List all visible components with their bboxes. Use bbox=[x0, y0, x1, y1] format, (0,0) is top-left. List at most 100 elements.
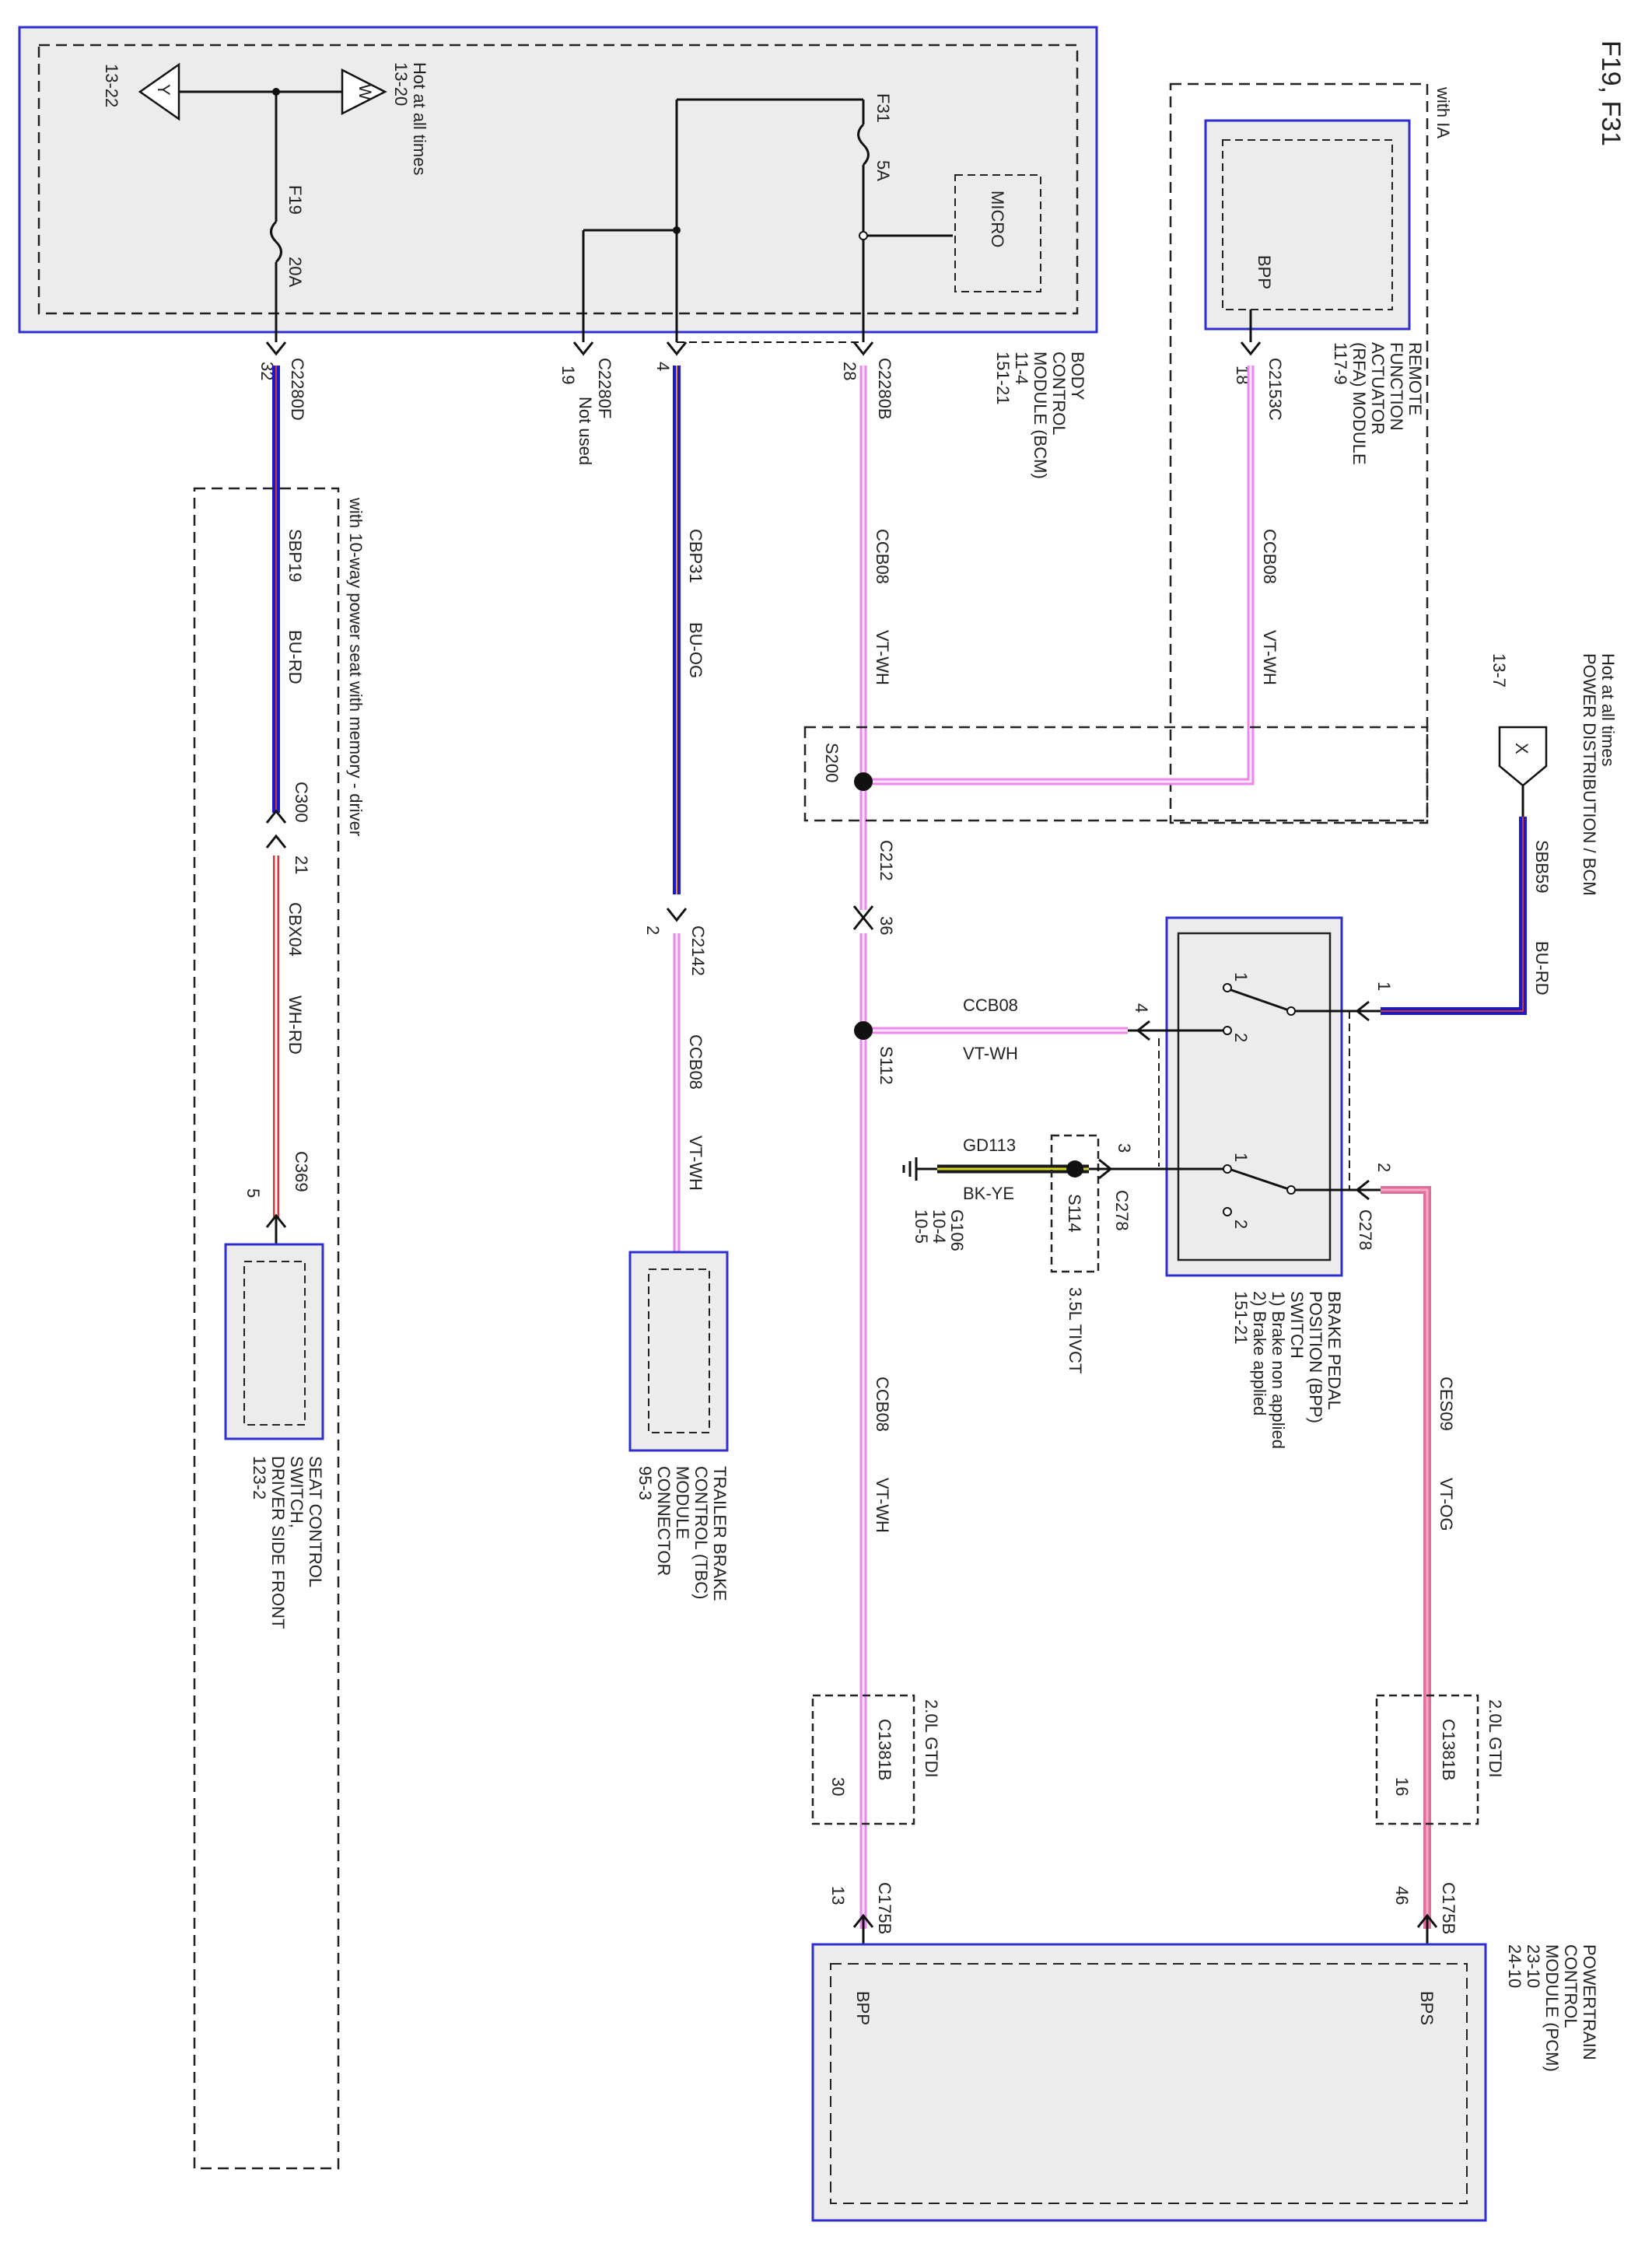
power-sym-x: X bbox=[1512, 743, 1531, 754]
ia-option-box bbox=[1169, 82, 1429, 824]
wire-gd113: GD113 bbox=[963, 1135, 1016, 1155]
bpp-switch: 1 2 1 2 bbox=[1089, 916, 1381, 1277]
gtdi-note-left: 2.0L GTDI bbox=[922, 1699, 941, 1778]
wire-gd113-color: BK-YE bbox=[963, 1184, 1014, 1203]
fuse-f31-rating: 5A bbox=[873, 160, 893, 181]
conn-c1381b-right: C1381B bbox=[1439, 1719, 1458, 1781]
bcm-ref-w: 13-20 bbox=[391, 62, 411, 106]
bcm-w-symbol bbox=[341, 68, 387, 116]
pcm-bpp-label: BPP bbox=[853, 1991, 873, 2025]
bcm-sym-w: W bbox=[355, 84, 375, 100]
splice-s114-label: S114 bbox=[1065, 1194, 1084, 1233]
micro-box bbox=[954, 174, 1041, 292]
bpp-name: BRAKE PEDAL POSITION (BPP) SWITCH 1) Bra… bbox=[1231, 1291, 1344, 1449]
wire-ccb08-bcm: CCB08 bbox=[873, 529, 892, 584]
conn-c2280f: C2280F bbox=[595, 358, 614, 418]
seat-option-box bbox=[193, 487, 340, 2170]
conn-c2280b: C2280B bbox=[875, 358, 894, 420]
bpp-name-line: POSITION (BPP) bbox=[1306, 1291, 1325, 1423]
wire-ccb08-pcm: CCB08 bbox=[873, 1377, 892, 1432]
bcm-sym-y: Y bbox=[154, 84, 173, 96]
rfa-name-line: (RFA) MODULE bbox=[1349, 342, 1369, 465]
conn-c212: C212 bbox=[877, 840, 896, 881]
conn-c2142: C2142 bbox=[688, 926, 708, 976]
pcm-name-line: 23-10 bbox=[1524, 1944, 1543, 1988]
ground-g106-symbol bbox=[902, 1157, 937, 1181]
pcm-name-line: POWERTRAIN bbox=[1580, 1944, 1599, 2060]
conn-c1381b-pin-16: 16 bbox=[1392, 1777, 1412, 1796]
wire-sbb59-color: BU-RD bbox=[1532, 941, 1552, 996]
rfa-name-line: 117-9 bbox=[1331, 342, 1350, 385]
pcm-name-line: CONTROL bbox=[1561, 1944, 1580, 2028]
bcm-name-line: 11-4 bbox=[1012, 352, 1031, 384]
bpp-conn-c278-b: C278 bbox=[1112, 1190, 1132, 1231]
bpp-pos-1a: 1 bbox=[1231, 972, 1251, 982]
ia-note: with IA bbox=[1433, 86, 1453, 138]
wire-ccb08-bpp-color: VT-WH bbox=[963, 1044, 1018, 1063]
power-distribution: X Hot at all times POWER DISTRIBUTION / … bbox=[1489, 653, 1618, 896]
splice-s200-label: S200 bbox=[822, 743, 842, 782]
bpp-pos-1b: 1 bbox=[1231, 1153, 1251, 1162]
pcm-name: POWERTRAIN CONTROL MODULE (PCM) 23-10 24… bbox=[1505, 1944, 1599, 2072]
power-x-symbol bbox=[1498, 726, 1548, 787]
gtdi-box-right bbox=[1375, 1694, 1479, 1825]
seat-option-note: with 10-way power seat with memory - dri… bbox=[346, 497, 366, 836]
fuse-f19-rating: 20A bbox=[285, 257, 305, 287]
seat-name: SEAT CONTROL SWITCH, DRIVER SIDE FRONT 1… bbox=[250, 1456, 325, 1629]
conn-c175b-pin-46: 46 bbox=[1392, 1886, 1412, 1905]
rfa-name: REMOTE FUNCTION ACTUATOR (RFA) MODULE 11… bbox=[1331, 342, 1425, 465]
wire-ces09: CES09 bbox=[1437, 1377, 1456, 1431]
wire-ccb08-bcm-color: VT-WH bbox=[873, 630, 892, 685]
ground-g106: G106 bbox=[947, 1209, 967, 1251]
wire-sbb59: SBB59 bbox=[1532, 840, 1552, 894]
conn-c175b-pin-13: 13 bbox=[828, 1886, 848, 1905]
wire-ccb08-tbc-color: VT-WH bbox=[686, 1135, 705, 1191]
bpp-conn-c278-a: C278 bbox=[1356, 1209, 1375, 1251]
bpp-pin-2: 2 bbox=[1374, 1163, 1394, 1172]
seat-name-line: DRIVER SIDE FRONT bbox=[268, 1456, 288, 1629]
conn-c1381b-left: C1381B bbox=[875, 1719, 894, 1781]
bpp-name-line: 2) Brake applied bbox=[1250, 1291, 1269, 1415]
fuse-f31-label: F31 bbox=[873, 93, 893, 123]
conn-c300-pin: 21 bbox=[292, 856, 311, 874]
conn-c2153c: C2153C bbox=[1265, 358, 1285, 421]
rfa-name-line: ACTUATOR bbox=[1368, 342, 1388, 435]
wire-cbp31-color: BU-OG bbox=[686, 622, 705, 678]
bcm-module: W Y Hot at all times 13-20 13-22 F19 20A… bbox=[18, 26, 1098, 342]
bcm-name-line: MODULE (BCM) bbox=[1031, 352, 1050, 479]
diagram-title: F19, F31 bbox=[1596, 40, 1626, 146]
bcm-hot-note: Hot at all times bbox=[410, 62, 429, 176]
bcm-name-line: BODY bbox=[1068, 352, 1087, 401]
rfa-name-line: REMOTE bbox=[1405, 342, 1425, 415]
micro-label: MICRO bbox=[988, 191, 1007, 247]
power-name: POWER DISTRIBUTION / BCM bbox=[1580, 653, 1599, 896]
pin-4: 4 bbox=[653, 362, 673, 371]
conn-c175b-left: C175B bbox=[875, 1882, 894, 1934]
pin-19: 19 bbox=[558, 366, 578, 384]
bpp-pin-4: 4 bbox=[1132, 1003, 1151, 1013]
bpp-name-line: SWITCH bbox=[1287, 1291, 1307, 1359]
bpp-pin-1: 1 bbox=[1374, 982, 1394, 991]
conn-c369: C369 bbox=[292, 1151, 311, 1192]
power-ref: 13-7 bbox=[1489, 653, 1509, 688]
seat-control-switch bbox=[224, 1243, 324, 1440]
power-hot-note: Hot at all times bbox=[1598, 653, 1618, 767]
pin-28: 28 bbox=[840, 362, 859, 380]
wire-ccb08-rfa-color: VT-WH bbox=[1260, 630, 1279, 685]
s114-option-box bbox=[1050, 1134, 1100, 1273]
bcm-y-symbol bbox=[138, 62, 180, 121]
splice-s200 bbox=[854, 772, 873, 791]
seat-name-line: SWITCH, bbox=[287, 1456, 306, 1528]
tbc-name-line: TRAILER BRAKE bbox=[710, 1466, 730, 1601]
conn-c2280d: C2280D bbox=[288, 358, 307, 421]
tbc-name: TRAILER BRAKE CONTROL (TBC) MODULE CONNE… bbox=[635, 1466, 730, 1601]
wire-cbp31: CBP31 bbox=[686, 529, 705, 583]
rfa-bpp-label: BPP bbox=[1255, 255, 1274, 289]
s200-ia-box bbox=[803, 726, 1429, 822]
rfa-name-line: FUNCTION bbox=[1387, 342, 1406, 431]
pcm-bps-label: BPS bbox=[1417, 1991, 1437, 2025]
not-used-label: Not used bbox=[576, 397, 595, 465]
seat-name-line: 123-2 bbox=[250, 1456, 269, 1499]
